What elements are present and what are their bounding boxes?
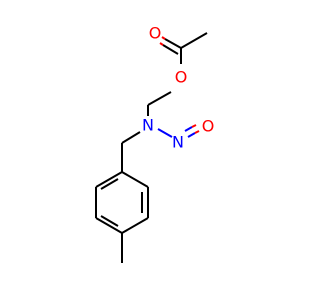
atom-o-nitroso: O	[202, 117, 215, 136]
bond-carbonyl-double-a	[164, 38, 182, 49]
atom-n-amine: N	[142, 116, 154, 135]
bond-n-o-double-b-o	[194, 130, 200, 134]
bond-methyl-carbonyl	[180, 32, 208, 49]
molecule-diagram: O O N N O	[95, 24, 215, 263]
ring-bond-1	[121, 171, 149, 188]
bond-carbonyl-double-a-o	[161, 36, 166, 40]
bond-n-n	[157, 128, 173, 138]
ring-inner-3	[100, 178, 119, 190]
ring-bond-6	[95, 171, 123, 188]
ring-bond-4	[95, 217, 123, 234]
bond-ester-o-ch2	[147, 91, 172, 106]
atom-o-carbonyl: O	[149, 24, 162, 43]
bond-carbonyl-double-b-o	[159, 42, 164, 46]
ring-bond-3	[121, 217, 149, 234]
atom-o-ester: O	[175, 68, 188, 87]
bond-carbonyl-double-b	[162, 44, 179, 55]
atom-n-nitroso: N	[172, 133, 184, 152]
structure-canvas: O O N N O	[95, 24, 215, 263]
bond-n-o-double-a-o	[191, 124, 197, 128]
bond-n-o-double-b	[187, 132, 196, 138]
bond-n-o-double-a	[184, 126, 193, 132]
ring-inner-2	[100, 215, 119, 227]
bond-n-benzyl-ch2	[121, 131, 141, 144]
